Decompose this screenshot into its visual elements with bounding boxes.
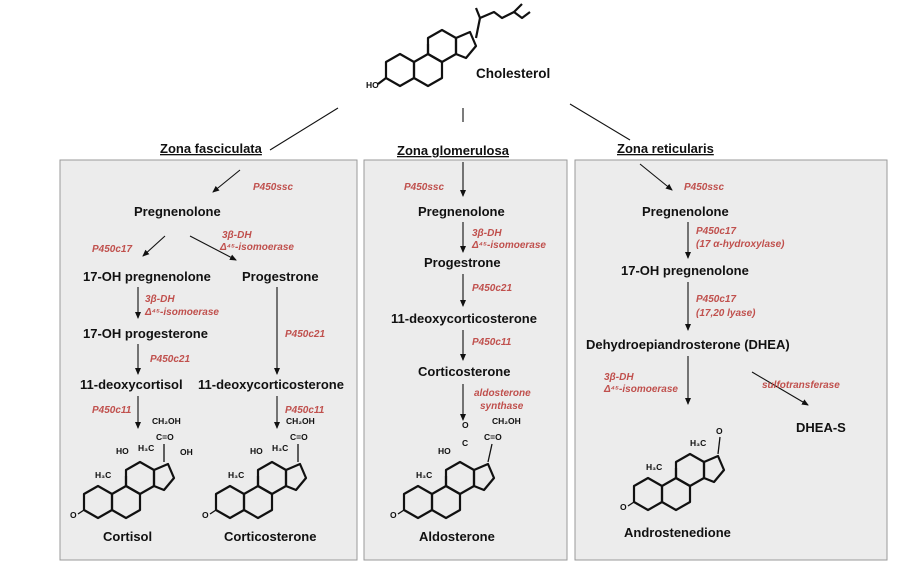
aldosterone-structure: O H₃C HO O C CH₂OH C=O (390, 416, 521, 520)
svg-text:H₃C: H₃C (646, 462, 662, 472)
corticosterone-label: Corticosterone (224, 529, 316, 544)
svg-text:O: O (70, 510, 77, 520)
svg-text:C=O: C=O (156, 432, 174, 442)
panel-zona-fasciculata (59, 159, 358, 561)
enzyme-p450c21-glom: P450c21 (472, 283, 512, 294)
compound-dhea: Dehydroepiandrosterone (DHEA) (586, 337, 790, 352)
enzyme-3bdh-glom: 3β-DH (472, 228, 502, 239)
corticosterone-structure: O H₃C HO H₃C CH₂OH C=O (202, 416, 315, 520)
svg-text:CH₂OH: CH₂OH (286, 416, 315, 426)
svg-text:H₃C: H₃C (272, 443, 288, 453)
enzyme-p450ssc-glom: P450ssc (404, 182, 444, 193)
compound-17oh-pregnenolone: 17-OH pregnenolone (83, 269, 211, 284)
enzyme-p450c11-glom: P450c11 (472, 337, 512, 348)
zone-title-fasciculata: Zona fasciculata (160, 141, 263, 156)
enzyme-isomerase-ret: Δ⁴⁵-isomoerase (603, 384, 678, 395)
cholesterol-to-reticularis-line (569, 103, 631, 141)
compound-pregnenolone-glom: Pregnenolone (418, 204, 505, 219)
svg-text:O: O (462, 420, 469, 430)
svg-text:H₃C: H₃C (95, 470, 111, 480)
cholesterol-ho-label: HO (366, 80, 379, 90)
enzyme-p450c21: P450c21 (150, 354, 190, 365)
enzyme-3bdh-ret: 3β-DH (604, 372, 634, 383)
reticularis-pathway: P450ssc Pregnenolone P450c17 (17 α-hydro… (586, 163, 846, 435)
svg-text:HO: HO (250, 446, 263, 456)
svg-text:HO: HO (438, 446, 451, 456)
enzyme-p450c11: P450c11 (92, 405, 132, 416)
cholesterol-structure: HO (366, 3, 531, 90)
svg-text:C: C (462, 438, 468, 448)
enzyme-p450c17: P450c17 (92, 244, 132, 255)
svg-text:H₃C: H₃C (228, 470, 244, 480)
fasciculata-pathway: P450ssc Pregnenolone P450c17 3β-DH Δ⁴⁵-i… (80, 169, 344, 429)
enzyme-p450c17-ret-2: P450c17 (696, 294, 736, 305)
svg-text:O: O (716, 426, 723, 436)
svg-text:H₃C: H₃C (416, 470, 432, 480)
svg-text:HO: HO (116, 446, 129, 456)
androstenedione-label: Androstenedione (624, 525, 731, 540)
glomerulosa-pathway: P450ssc Pregnenolone 3β-DH Δ⁴⁵-isomoeras… (391, 162, 546, 421)
svg-text:C=O: C=O (484, 432, 502, 442)
panel-zona-reticularis (574, 159, 888, 561)
enzyme-p450c17-ret: P450c17 (696, 226, 736, 237)
enzyme-p450c11-2: P450c11 (285, 405, 325, 416)
enzyme-sulfotransferase: sulfotransferase (762, 380, 840, 391)
compound-17oh-progesterone: 17-OH progesterone (83, 326, 208, 341)
compound-pregnenolone-ret: Pregnenolone (642, 204, 729, 219)
compound-11-deoxycorticosterone: 11-deoxycorticosterone (198, 377, 344, 392)
zone-title-glomerulosa: Zona glomerulosa (397, 143, 510, 158)
cholesterol-label: Cholesterol (476, 66, 550, 81)
svg-text:CH₂OH: CH₂OH (492, 416, 521, 426)
svg-text:CH₂OH: CH₂OH (152, 416, 181, 426)
compound-progestrone: Progestrone (242, 269, 319, 284)
enzyme-p450c21-2: P450c21 (285, 329, 325, 340)
aldosterone-label: Aldosterone (419, 529, 495, 544)
enzyme-hydroxylase: (17 α-hydroxylase) (696, 239, 785, 250)
compound-corticosterone-glom: Corticosterone (418, 364, 510, 379)
panel-zona-glomerulosa (363, 159, 568, 561)
enzyme-aldosterone: aldosterone (474, 388, 531, 399)
enzyme-synthase: synthase (480, 401, 524, 412)
androstenedione-structure: O H₃C H₃C O (620, 426, 726, 512)
enzyme-isomerase-glom: Δ⁴⁵-isomoerase (471, 240, 546, 251)
enzyme-3bdh: 3β-DH (222, 230, 252, 241)
svg-text:H₃C: H₃C (690, 438, 706, 448)
enzyme-isomerase-2: Δ⁴⁵-isomoerase (144, 307, 219, 318)
zone-title-reticularis: Zona reticularis (617, 141, 714, 156)
svg-text:O: O (390, 510, 397, 520)
enzyme-isomerase: Δ⁴⁵-isomoerase (219, 242, 294, 253)
enzyme-3bdh-2: 3β-DH (145, 294, 175, 305)
compound-dhea-s: DHEA-S (796, 420, 846, 435)
compound-11-deoxycorticosterone-glom: 11-deoxycorticosterone (391, 311, 537, 326)
cortisol-structure: O H₃C HO H₃C CH₂OH C=O OH (70, 416, 193, 520)
svg-text:O: O (202, 510, 209, 520)
compound-17oh-pregnenolone-ret: 17-OH pregnenolone (621, 263, 749, 278)
svg-text:O: O (620, 502, 627, 512)
enzyme-p450ssc-ret: P450ssc (684, 182, 724, 193)
enzyme-p450ssc: P450ssc (253, 182, 293, 193)
compound-progestrone-glom: Progestrone (424, 255, 501, 270)
cholesterol-to-fasciculata-line (269, 107, 339, 151)
enzyme-lyase: (17,20 lyase) (696, 308, 756, 319)
compound-pregnenolone: Pregnenolone (134, 204, 221, 219)
svg-text:OH: OH (180, 447, 193, 457)
cortisol-label: Cortisol (103, 529, 152, 544)
svg-text:H₃C: H₃C (138, 443, 154, 453)
svg-text:C=O: C=O (290, 432, 308, 442)
compound-11-deoxycortisol: 11-deoxycortisol (80, 377, 183, 392)
